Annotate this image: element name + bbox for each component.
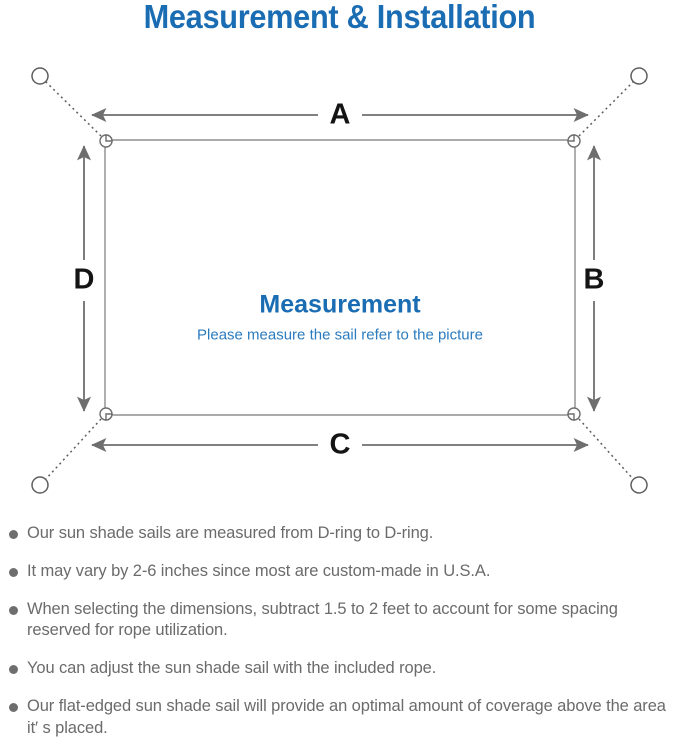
list-item: It may vary by 2-6 inches since most are… [0,561,679,583]
anchor-point-top-right [630,67,648,85]
diagram-center-title: Measurement [259,290,421,319]
d-ring-top-left-tab [105,134,113,142]
dimension-label-b: B [576,263,612,297]
note-text: Our flat-edged sun shade sail will provi… [27,696,666,737]
diagram-svg [31,67,648,494]
notes-list: Our sun shade sails are measured from D-… [0,523,679,755]
note-text: Our sun shade sails are measured from D-… [27,524,434,542]
dimension-label-a: A [322,98,358,132]
d-ring-top-right-tab [567,134,575,142]
anchor-point-bottom-left [31,476,49,494]
bullet-icon [9,567,18,577]
rope-line-top-right [578,80,635,137]
sail-outline [104,139,576,416]
bullet-icon [9,530,18,539]
page-title: Measurement & Installation [143,0,536,35]
note-text: You can adjust the sun shade sail with t… [27,659,437,678]
list-item: Our sun shade sails are measured from D-… [0,523,679,545]
bullet-icon [9,665,18,675]
rope-line-top-left [44,80,102,137]
list-item: When selecting the dimensions, subtract … [0,599,679,643]
anchor-point-bottom-right [630,476,648,494]
list-item: Our flat-edged sun shade sail will provi… [0,696,679,740]
note-text: It may vary by 2-6 inches since most are… [27,561,491,580]
d-ring-bottom-left-tab [105,413,113,421]
dimension-label-d: D [66,263,102,297]
bullet-icon [9,702,18,712]
bullet-icon [9,605,18,615]
rope-line-bottom-right [578,418,635,481]
dimension-label-c: C [322,428,358,462]
diagram-center-subtitle: Please measure the sail refer to the pic… [197,326,483,344]
measurement-diagram: A B C D Measurement Please measure the s… [0,45,679,515]
anchor-point-top-left [31,67,49,85]
list-item: You can adjust the sun shade sail with t… [0,658,679,680]
rope-line-bottom-left [44,418,102,481]
note-text: When selecting the dimensions, subtract … [27,599,618,640]
d-ring-bottom-right-tab [567,413,575,421]
